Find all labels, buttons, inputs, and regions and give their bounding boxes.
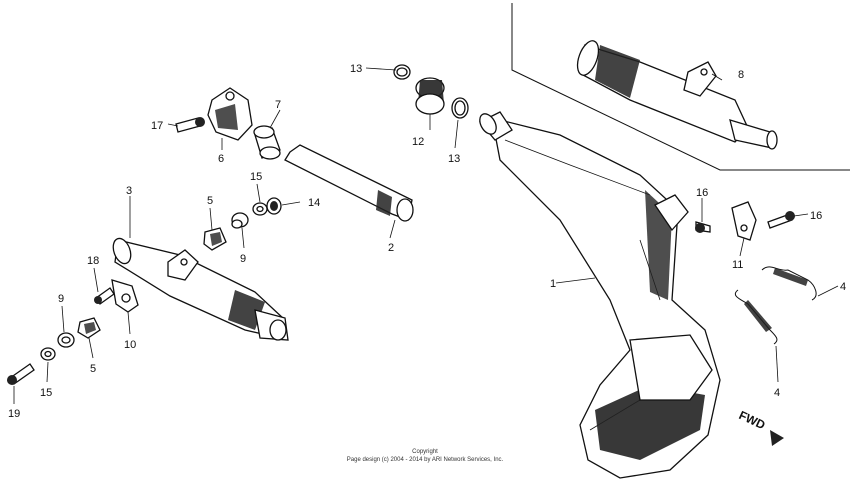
forward-direction-indicator: FWD — [737, 408, 784, 446]
callout-17: 17 — [151, 120, 163, 132]
washer-15-lower — [40, 347, 56, 361]
callout-3: 3 — [126, 185, 132, 197]
callout-7: 7 — [275, 99, 281, 111]
spring-4-lower — [734, 289, 778, 345]
collar-9-lower — [57, 332, 75, 348]
callout-16-right: 16 — [810, 210, 822, 222]
callout-16-left: 16 — [696, 187, 708, 199]
bracket-6 — [207, 87, 253, 141]
inset-frame — [511, 3, 850, 171]
bolt-16-right — [767, 211, 795, 229]
callout-9-lower: 9 — [58, 293, 64, 305]
silencer — [112, 237, 289, 341]
bolt-17 — [175, 117, 205, 133]
spring-4-upper — [761, 266, 817, 301]
connecting-pipe — [284, 144, 414, 222]
collar-9-upper — [231, 212, 249, 229]
callout-10: 10 — [124, 339, 136, 351]
callout-8: 8 — [738, 69, 744, 81]
washer-15-upper — [252, 202, 268, 216]
callout-14: 14 — [308, 197, 320, 209]
gasket-13-upper — [393, 64, 411, 80]
callout-18: 18 — [87, 255, 99, 267]
nut-5-lower — [77, 317, 101, 339]
gasket-13-lower — [451, 97, 469, 119]
copyright-line-2: Page design (c) 2004 - 2014 by ARI Netwo… — [347, 457, 504, 463]
callout-13-upper: 13 — [350, 63, 362, 75]
callout-4-lower: 4 — [774, 387, 780, 399]
callout-5-upper: 5 — [207, 195, 213, 207]
callout-15-lower: 15 — [40, 387, 52, 399]
callout-15-upper: 15 — [250, 171, 262, 183]
bolt-16-left — [695, 221, 711, 233]
bracket-11 — [731, 201, 757, 241]
fwd-arrow-icon — [770, 430, 784, 446]
nut-5-upper — [203, 227, 227, 251]
copyright-line-1: Copyright — [412, 449, 438, 455]
bracket-10 — [111, 279, 139, 313]
inset-muffler — [576, 40, 778, 150]
callout-12: 12 — [412, 136, 424, 148]
callout-9-upper: 9 — [240, 253, 246, 265]
collar-7 — [253, 125, 281, 160]
callout-4-upper: 4 — [840, 281, 846, 293]
callout-1: 1 — [550, 278, 556, 290]
bolt-18 — [94, 287, 115, 305]
callout-13-lower: 13 — [448, 153, 460, 165]
callout-6: 6 — [218, 153, 224, 165]
callout-11: 11 — [732, 259, 743, 271]
expansion-chamber — [478, 111, 721, 479]
callout-5-lower: 5 — [90, 363, 96, 375]
spring-12 — [415, 77, 445, 115]
leader-lines — [13, 67, 839, 404]
cushion-14 — [266, 197, 282, 215]
callout-2: 2 — [388, 242, 394, 254]
fwd-label: FWD — [737, 408, 768, 432]
callout-19: 19 — [8, 408, 20, 420]
bolt-19 — [7, 363, 35, 385]
